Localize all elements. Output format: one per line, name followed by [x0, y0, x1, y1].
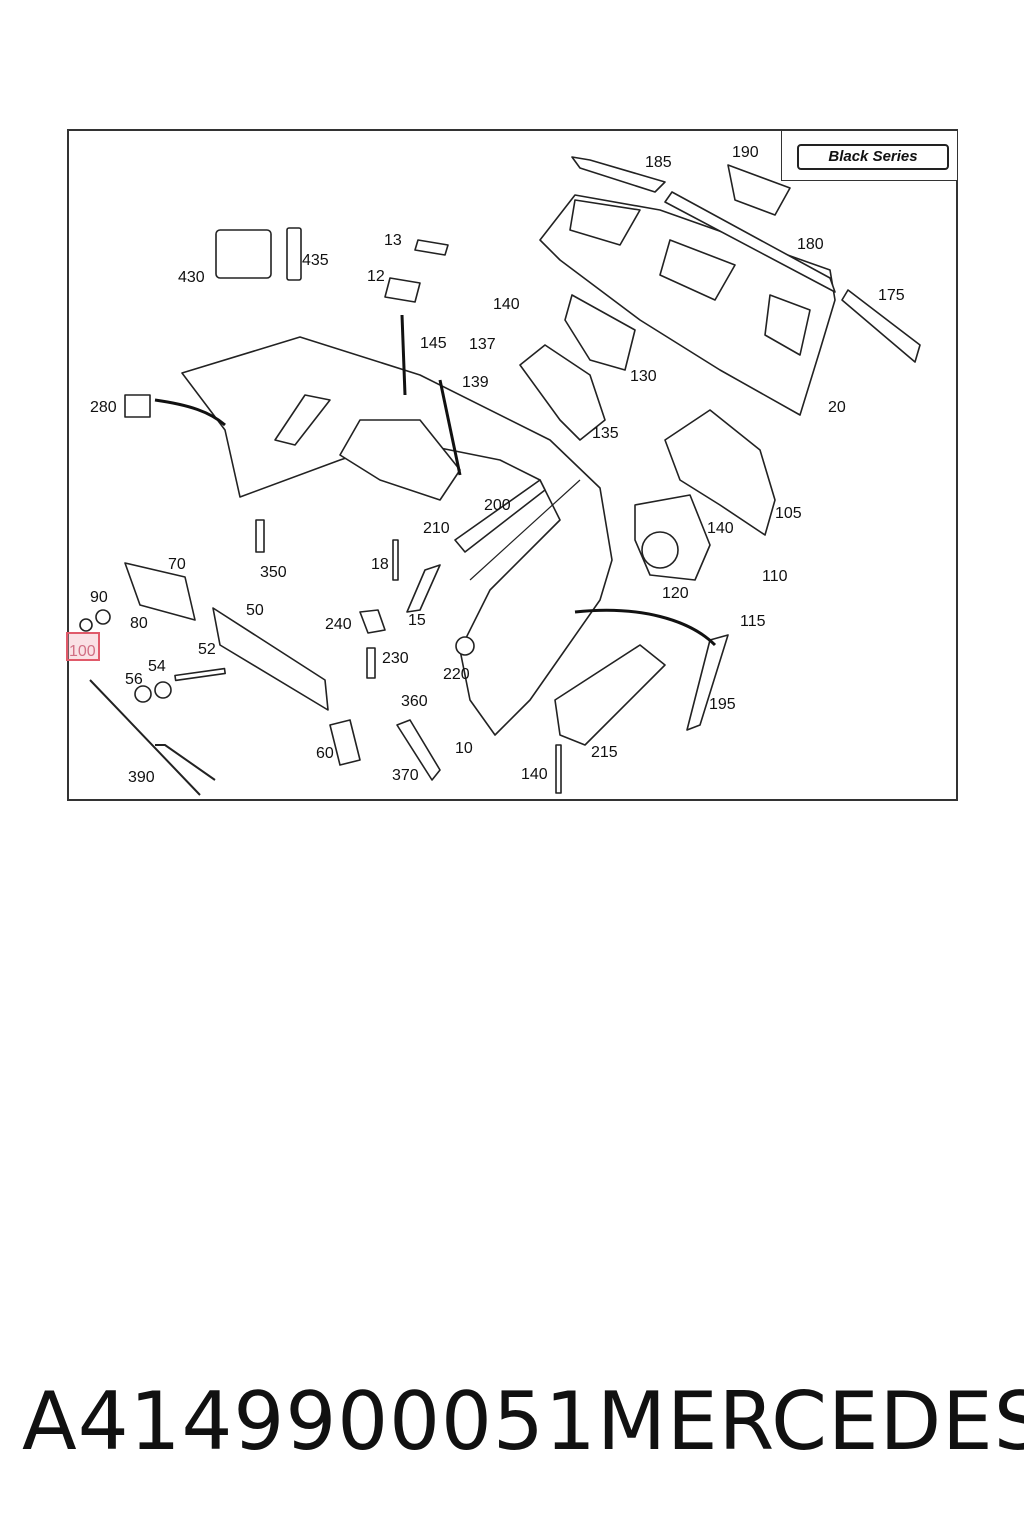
part-trim-175 [841, 289, 921, 363]
callout-140-bottom: 140 [521, 766, 548, 783]
callout-139: 139 [462, 374, 489, 391]
callout-115: 115 [740, 613, 766, 630]
leader-390 [89, 679, 201, 796]
part-18 [392, 539, 399, 581]
callout-145: 145 [420, 335, 447, 352]
callout-130: 130 [630, 368, 657, 385]
part-trim-200 [454, 479, 546, 553]
callout-18: 18 [371, 556, 389, 573]
callout-350: 350 [260, 564, 287, 581]
part-240 [359, 609, 386, 634]
callout-195: 195 [709, 696, 736, 713]
callout-435: 435 [302, 252, 329, 269]
part-280 [124, 394, 151, 418]
arrow-145 [438, 379, 462, 476]
callout-60: 60 [316, 745, 334, 762]
arrow-195 [574, 608, 717, 647]
part-370 [396, 719, 441, 781]
part-230 [366, 647, 376, 679]
callout-135: 135 [592, 425, 619, 442]
part-105 [664, 409, 776, 536]
part-12 [384, 277, 421, 303]
callout-137: 137 [469, 336, 496, 353]
callout-50: 50 [246, 602, 264, 619]
callout-10: 10 [455, 740, 473, 757]
callout-54: 54 [148, 658, 166, 675]
callout-185: 185 [645, 154, 672, 171]
part-100 [79, 618, 93, 632]
part-54 [154, 681, 172, 699]
callout-20: 20 [828, 399, 846, 416]
callout-120: 120 [662, 585, 689, 602]
callout-210: 210 [423, 520, 450, 537]
callout-52: 52 [198, 641, 216, 658]
callout-175: 175 [878, 287, 905, 304]
part-70 [124, 562, 196, 621]
callout-80: 80 [130, 615, 148, 632]
callout-12: 12 [367, 268, 385, 285]
callout-140-top: 140 [493, 296, 520, 313]
callout-56: 56 [125, 671, 143, 688]
brand-name: MERCEDES [597, 1375, 1024, 1468]
part-number: A4149900051 [22, 1375, 597, 1468]
part-220 [455, 636, 475, 656]
callout-430: 430 [178, 269, 205, 286]
callout-140-mid: 140 [707, 520, 734, 537]
part-50 [212, 607, 329, 711]
arrow-280 [154, 398, 226, 427]
part-trim-190 [727, 164, 791, 216]
callout-390: 390 [128, 769, 155, 786]
callout-180: 180 [797, 236, 824, 253]
callout-360: 360 [401, 693, 428, 710]
callout-370: 370 [392, 767, 419, 784]
part-60 [329, 719, 361, 766]
part-15 [406, 564, 441, 613]
callout-200: 200 [484, 497, 511, 514]
callout-13: 13 [384, 232, 402, 249]
part-52 [174, 667, 226, 682]
callout-105: 105 [775, 505, 802, 522]
callout-110: 110 [762, 568, 788, 585]
callout-70: 70 [168, 556, 186, 573]
caption-bar: A4149900051 MERCEDES [0, 1372, 1024, 1472]
part-trim-185 [571, 156, 666, 193]
part-195 [686, 634, 729, 731]
part-90 [95, 609, 111, 625]
badge-panel: Black Series [781, 131, 957, 181]
callout-90: 90 [90, 589, 108, 606]
part-140-bolt [555, 744, 562, 794]
callout-280: 280 [90, 399, 117, 416]
callout-190: 190 [732, 144, 759, 161]
black-series-badge: Black Series [797, 144, 949, 170]
highlighted-callout-box [66, 632, 100, 661]
part-435 [286, 227, 302, 281]
part-135 [519, 344, 606, 441]
part-350 [255, 519, 265, 553]
callout-240: 240 [325, 616, 352, 633]
callout-100: 100 [69, 643, 96, 660]
part-56 [134, 685, 152, 703]
part-430 [215, 229, 272, 279]
part-215 [554, 644, 666, 746]
arrow-12 [400, 314, 407, 396]
callout-220: 220 [443, 666, 470, 683]
callout-230: 230 [382, 650, 409, 667]
part-trim-180 [664, 191, 836, 293]
part-13 [414, 239, 449, 256]
part-130 [564, 294, 636, 371]
callout-215: 215 [591, 744, 618, 761]
callout-15: 15 [408, 612, 426, 629]
